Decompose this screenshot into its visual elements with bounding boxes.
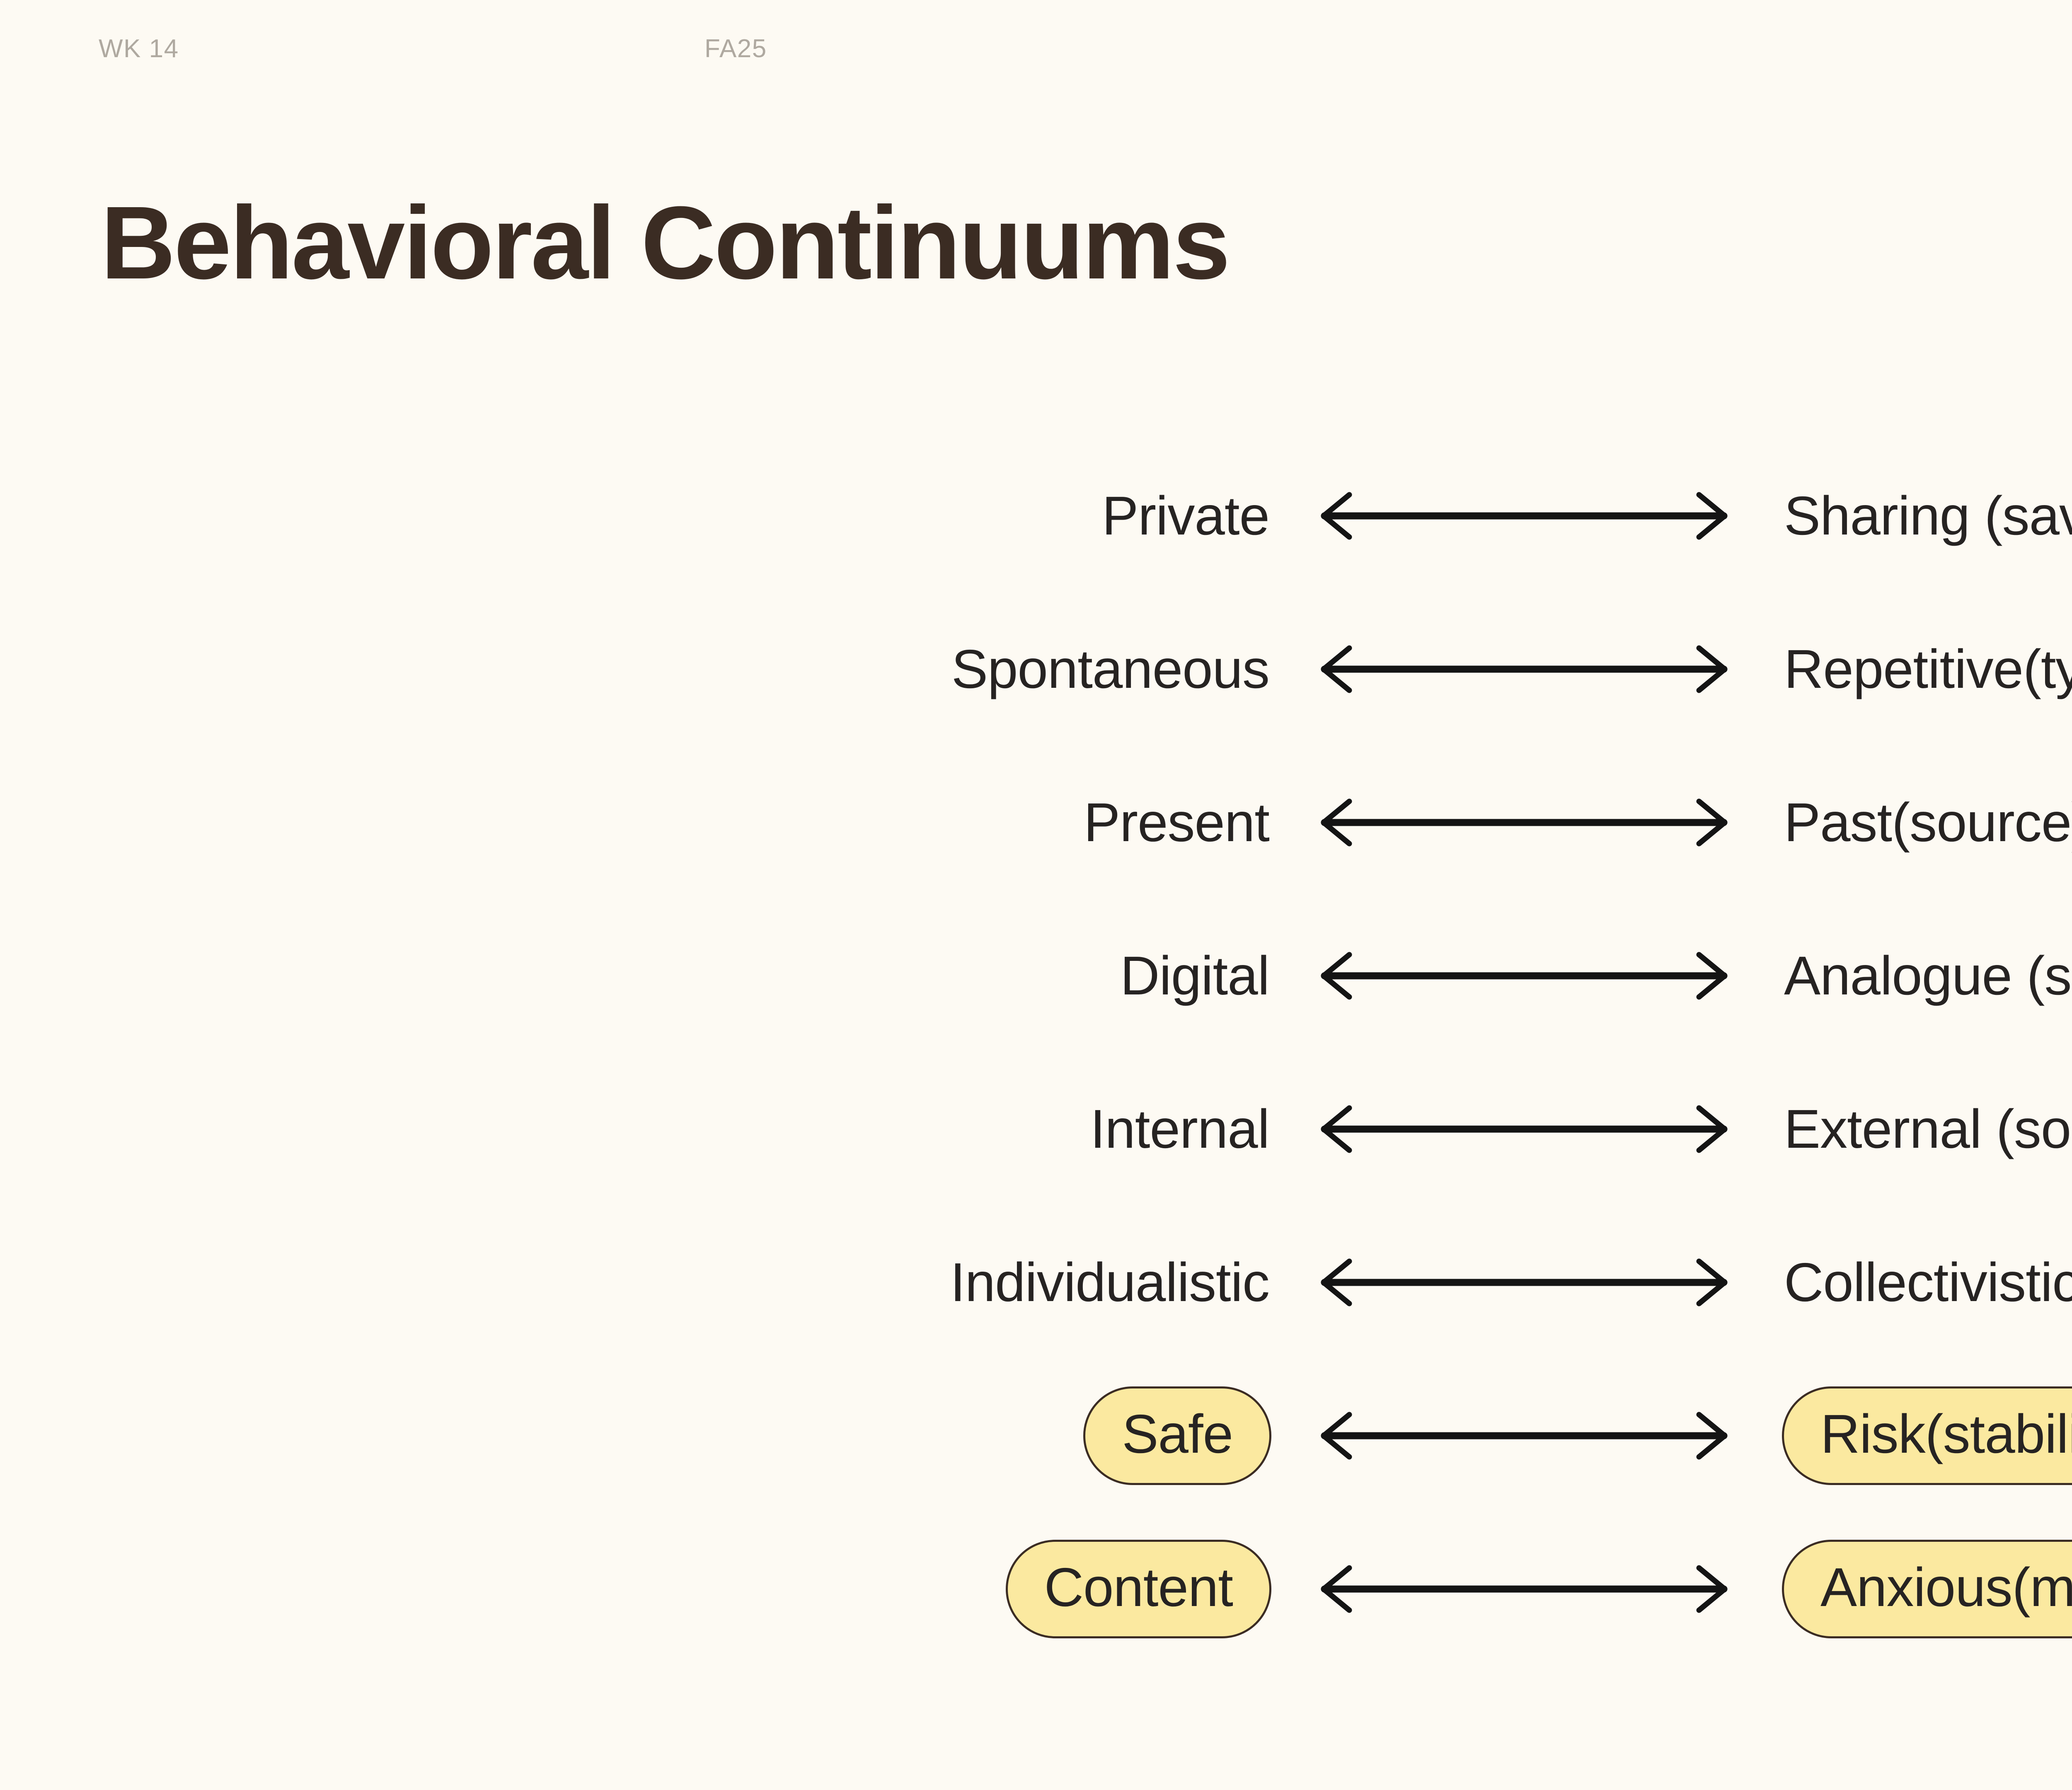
continuum-pole-left: Internal xyxy=(1090,1098,1270,1160)
double-headed-arrow-icon xyxy=(1317,1562,1731,1616)
continuum-pole-right-label: Collectivistic(source) xyxy=(1784,1252,2072,1313)
continuum-row: Internal External (source) xyxy=(0,1052,2072,1206)
double-headed-arrow-icon xyxy=(1317,642,1731,696)
continuum-pole-right-label: Past(source) xyxy=(1784,792,2072,853)
continuum-pole-right: Analogue (savoring) xyxy=(1784,945,2072,1006)
continuum-pole-left-label: Safe xyxy=(1083,1386,1271,1485)
double-headed-arrow-icon xyxy=(1317,489,1731,543)
continuum-row: Safe Risk(stability in life) xyxy=(0,1359,2072,1512)
continuum-pole-left: Spontaneous xyxy=(951,639,1270,700)
continuum-pole-right-label: Analogue (savoring) xyxy=(1784,945,2072,1006)
continuum-pole-right-label: Repetitive(type&frequency) xyxy=(1784,639,2072,700)
continuum-pole-left-label: Digital xyxy=(1120,945,1270,1006)
continuum-pole-left-highlighted[interactable]: Content xyxy=(1005,1540,1271,1638)
continuum-row: Present Past(source) xyxy=(0,746,2072,899)
continuum-pole-left-label: Content xyxy=(1005,1540,1271,1638)
continuum-row: Digital Analogue (savoring) xyxy=(0,899,2072,1052)
continuum-pole-right: Sharing (savoring) xyxy=(1784,485,2072,547)
continuum-pole-right: Collectivistic(source) xyxy=(1784,1252,2072,1313)
continuum-pole-left-label: Spontaneous xyxy=(951,639,1270,700)
double-headed-arrow-icon xyxy=(1317,796,1731,849)
continuum-pole-left: Digital xyxy=(1120,945,1270,1006)
double-headed-arrow-icon xyxy=(1317,1102,1731,1156)
running-head-term: FA25 xyxy=(704,34,767,63)
double-headed-arrow-icon xyxy=(1317,1409,1731,1463)
continuum-pole-left-label: Private xyxy=(1102,485,1270,547)
running-head-week: WK 14 xyxy=(99,34,179,63)
continuum-row: Spontaneous Repetitive(type&frequency) xyxy=(0,593,2072,746)
continuum-pole-left-label: Individualistic xyxy=(950,1252,1270,1313)
continuum-pole-right-label: Risk(stability in life) xyxy=(1782,1386,2072,1485)
continuum-row: Content Anxious(mental state) xyxy=(0,1512,2072,1666)
running-head: WK 14 FA25 IXD3 xyxy=(0,34,2072,63)
continuum-pole-right-highlighted[interactable]: Anxious(mental state) xyxy=(1782,1540,2072,1638)
continuum-pole-left-highlighted[interactable]: Safe xyxy=(1083,1386,1271,1485)
continuum-pole-left: Private xyxy=(1102,485,1270,547)
continuum-row: Private Sharing (savoring) xyxy=(0,439,2072,593)
continuum-pole-right-highlighted[interactable]: Risk(stability in life) xyxy=(1782,1386,2072,1485)
page-title: Behavioral Continuums xyxy=(101,185,1230,300)
continuum-pole-right: External (source) xyxy=(1784,1098,2072,1160)
continuum-pole-right-label: Sharing (savoring) xyxy=(1784,485,2072,547)
continuum-pole-left: Present xyxy=(1084,792,1270,853)
double-headed-arrow-icon xyxy=(1317,949,1731,1003)
continuum-row: Individualistic Collectivistic(source) xyxy=(0,1206,2072,1359)
continuum-pole-left: Individualistic xyxy=(950,1252,1270,1313)
continuum-pole-right-label: External (source) xyxy=(1784,1098,2072,1160)
continuum-pole-left-label: Internal xyxy=(1090,1098,1270,1160)
continuum-pole-right: Repetitive(type&frequency) xyxy=(1784,639,2072,700)
continuum-pole-right: Past(source) xyxy=(1784,792,2072,853)
continuum-list: Private Sharing (savoring) Spontaneous Repe… xyxy=(0,439,2072,1666)
double-headed-arrow-icon xyxy=(1317,1255,1731,1309)
continuum-pole-left-label: Present xyxy=(1084,792,1270,853)
continuum-pole-right-label: Anxious(mental state) xyxy=(1782,1540,2072,1638)
